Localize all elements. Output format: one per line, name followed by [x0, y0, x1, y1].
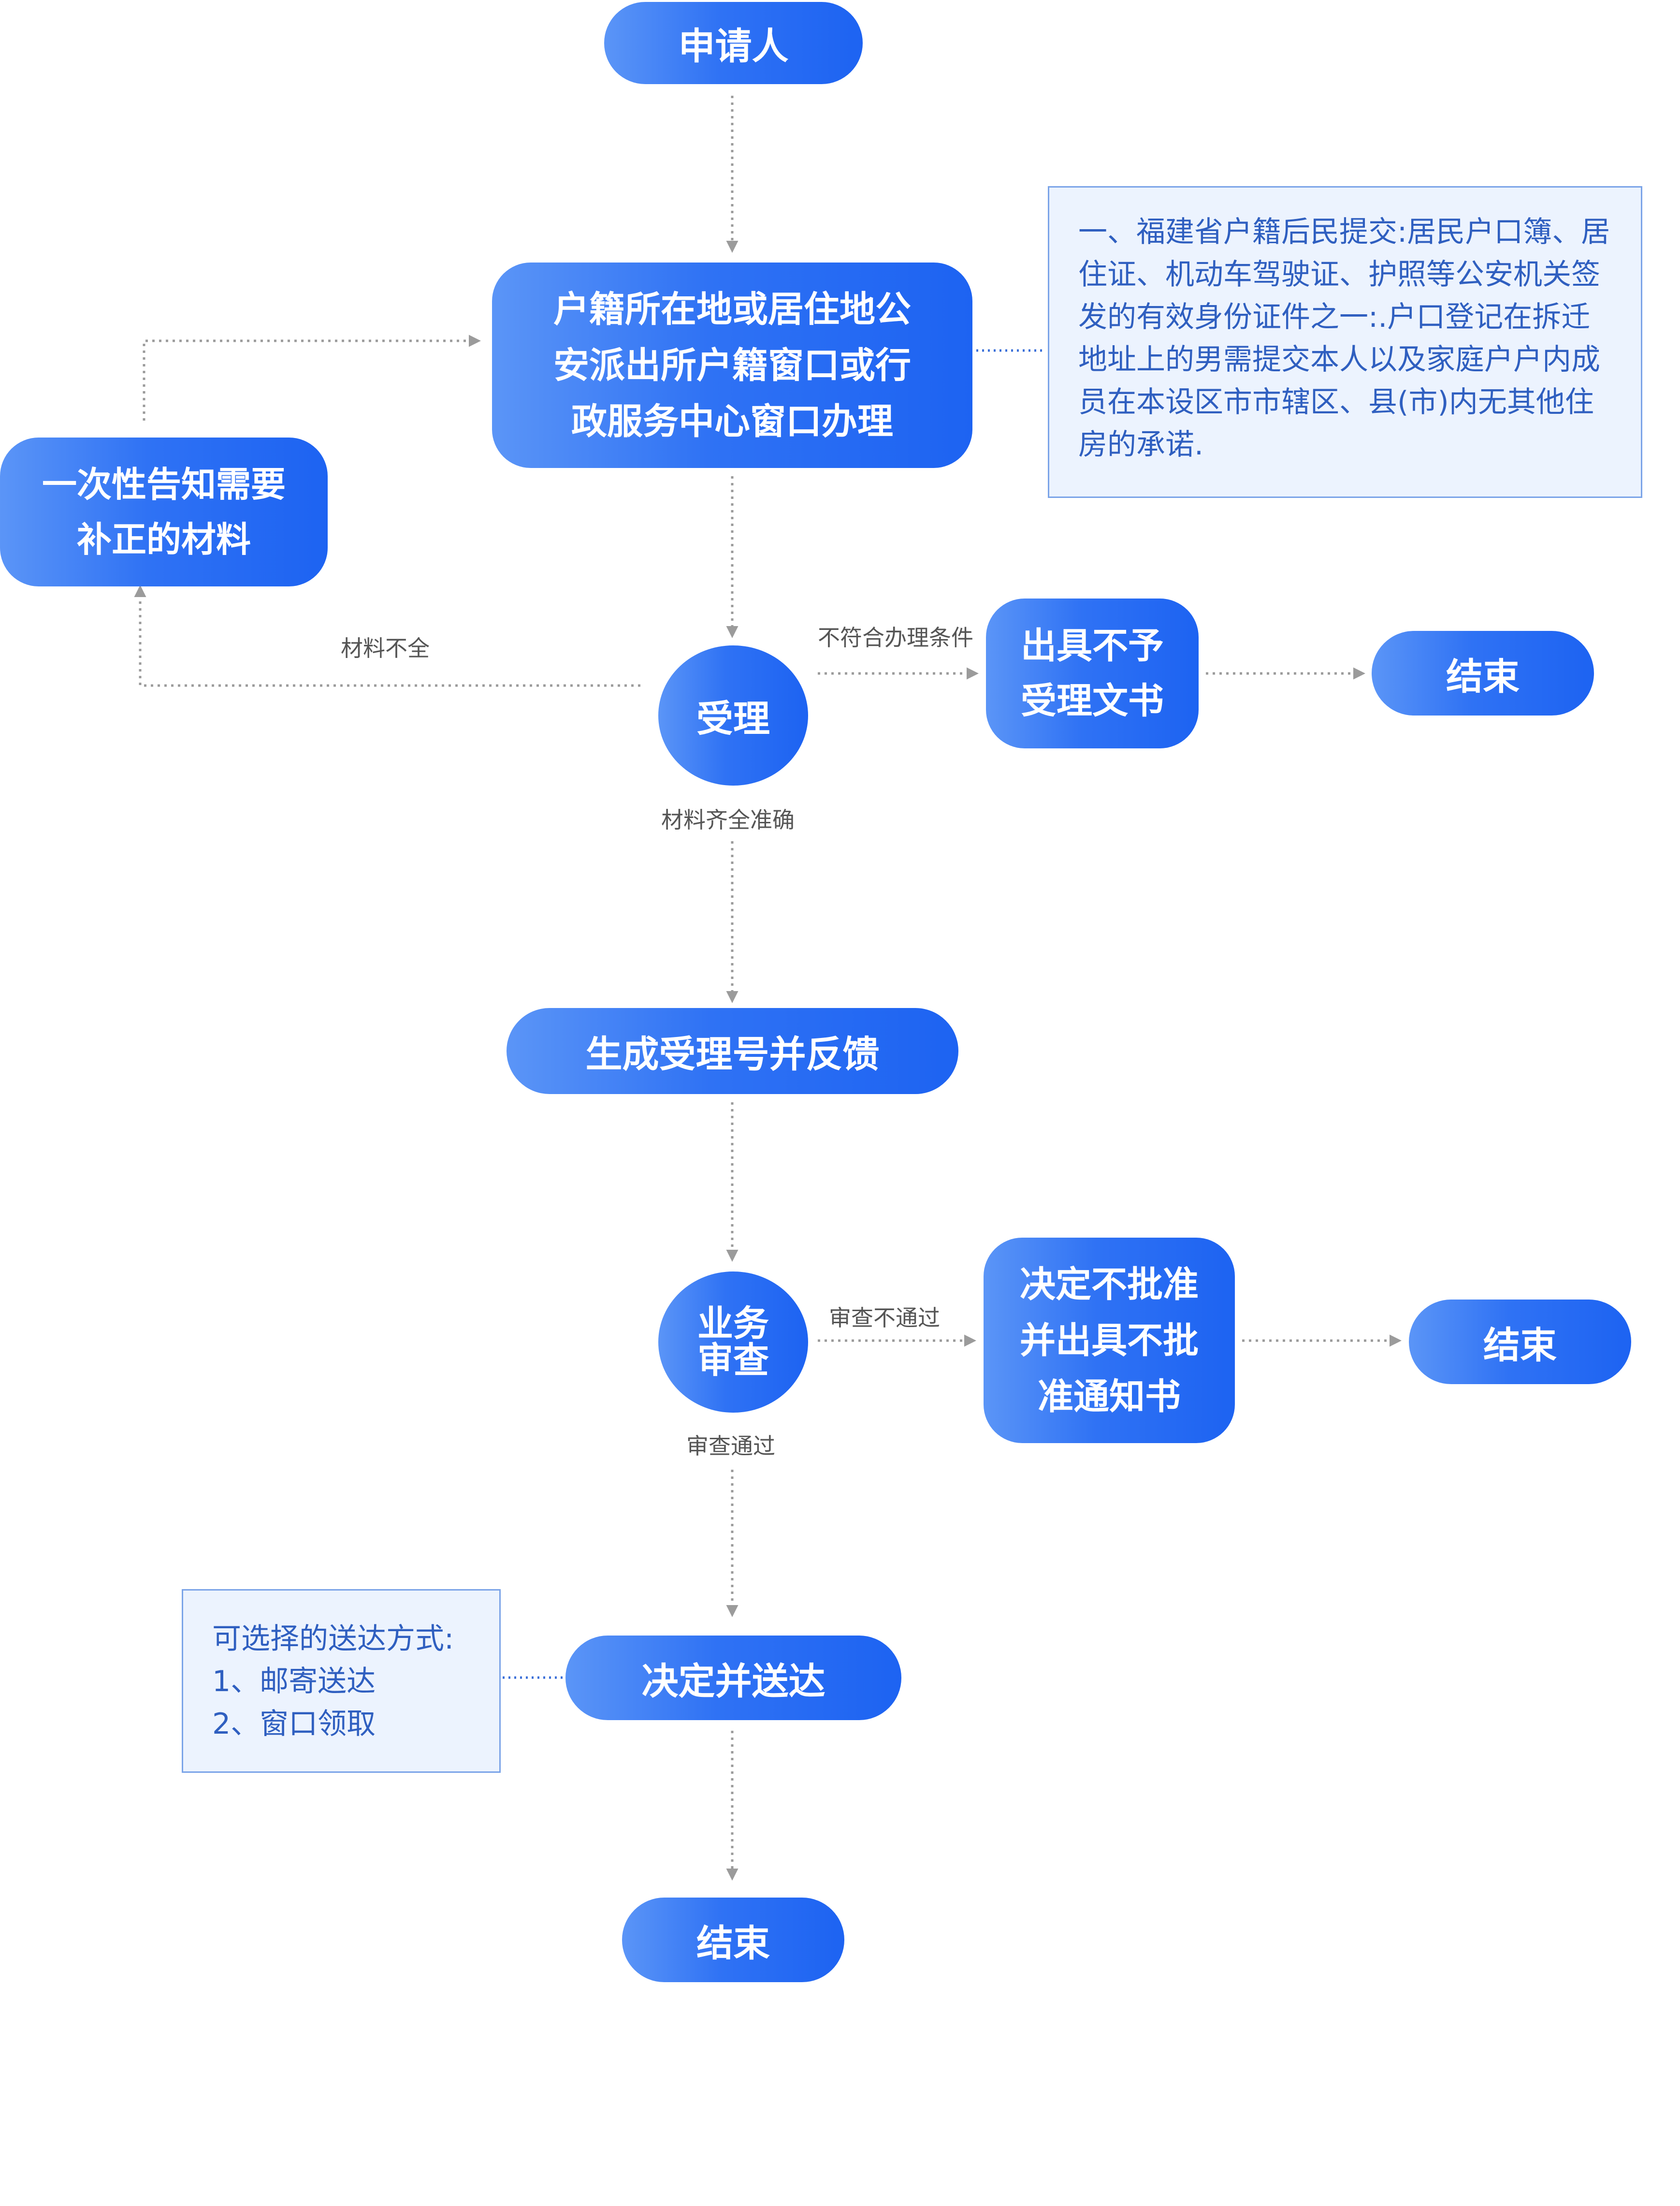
end-reject-node: 结束: [1372, 631, 1594, 716]
label-complete: 材料齐全准确: [661, 807, 795, 833]
applicant-node: 申请人: [604, 2, 863, 84]
generate-number-label: 生成受理号并反馈: [585, 1033, 880, 1076]
decide-reject-line-1: 决定不批准: [1020, 1263, 1199, 1305]
documents-note-line-6: 房的承诺.: [1078, 428, 1204, 462]
review-node: 业务 审查: [658, 1271, 808, 1413]
issue-reject-doc-node: 出具不予 受理文书: [986, 599, 1199, 748]
issue-reject-doc-line-2: 受理文书: [1021, 680, 1164, 722]
handle-window-line-1: 户籍所在地或居住地公: [553, 288, 911, 330]
documents-note-line-5: 员在本设区市市辖区、县(市)内无其他住: [1078, 385, 1594, 419]
label-not-eligible: 不符合办理条件: [818, 625, 973, 651]
decide-deliver-label: 决定并送达: [641, 1659, 826, 1703]
decide-reject-line-2: 并出具不批: [1020, 1319, 1199, 1361]
delivery-note: 可选择的送达方式: 1、邮寄送达 2、窗口领取: [182, 1589, 501, 1773]
notify-correction-line-1: 一次性告知需要: [42, 464, 286, 505]
end-review-reject-label: 结束: [1483, 1323, 1557, 1367]
decide-reject-line-3: 准通知书: [1038, 1375, 1181, 1417]
documents-note-line-2: 住证、机动车驾驶证、护照等公安机关签: [1078, 258, 1600, 292]
documents-note-line-4: 地址上的男需提交本人以及家庭户户内成: [1078, 343, 1600, 377]
accept-node: 受理: [658, 645, 808, 786]
label-review-pass: 审查通过: [686, 1433, 775, 1459]
delivery-note-line-1: 可选择的送达方式:: [212, 1622, 454, 1656]
handle-window-line-2: 安派出所户籍窗口或行: [553, 344, 911, 386]
arrow-notify-to-window: [143, 335, 481, 421]
generate-number-node: 生成受理号并反馈: [507, 1008, 958, 1094]
decide-reject-node: 决定不批准 并出具不批 准通知书: [984, 1238, 1235, 1443]
end-final-node: 结束: [622, 1898, 844, 1982]
applicant-label: 申请人: [678, 25, 789, 68]
notify-correction-node: 一次性告知需要 补正的材料: [0, 438, 328, 586]
handle-window-node: 户籍所在地或居住地公 安派出所户籍窗口或行 政服务中心窗口办理: [492, 263, 972, 468]
review-line-2: 审查: [697, 1340, 769, 1381]
delivery-note-line-3: 2、窗口领取: [212, 1707, 376, 1741]
handle-window-line-3: 政服务中心窗口办理: [571, 400, 893, 442]
end-final-label: 结束: [696, 1921, 770, 1965]
notify-correction-line-2: 补正的材料: [76, 519, 251, 560]
review-line-1: 业务: [697, 1303, 769, 1344]
issue-reject-doc-line-1: 出具不予: [1021, 625, 1164, 667]
delivery-note-line-2: 1、邮寄送达: [212, 1665, 376, 1698]
label-incomplete: 材料不全: [341, 635, 430, 661]
end-review-reject-node: 结束: [1409, 1300, 1631, 1384]
documents-note-line-3: 发的有效身份证件之一:.户口登记在拆迁: [1078, 300, 1591, 334]
accept-label: 受理: [696, 697, 770, 740]
label-review-fail: 审查不通过: [829, 1305, 940, 1331]
documents-note-line-1: 一、福建省户籍后民提交:居民户口簿、居: [1078, 215, 1610, 249]
documents-note: 一、福建省户籍后民提交:居民户口簿、居 住证、机动车驾驶证、护照等公安机关签 发…: [1048, 186, 1642, 498]
decide-deliver-node: 决定并送达: [565, 1636, 901, 1720]
end-reject-label: 结束: [1446, 655, 1520, 698]
